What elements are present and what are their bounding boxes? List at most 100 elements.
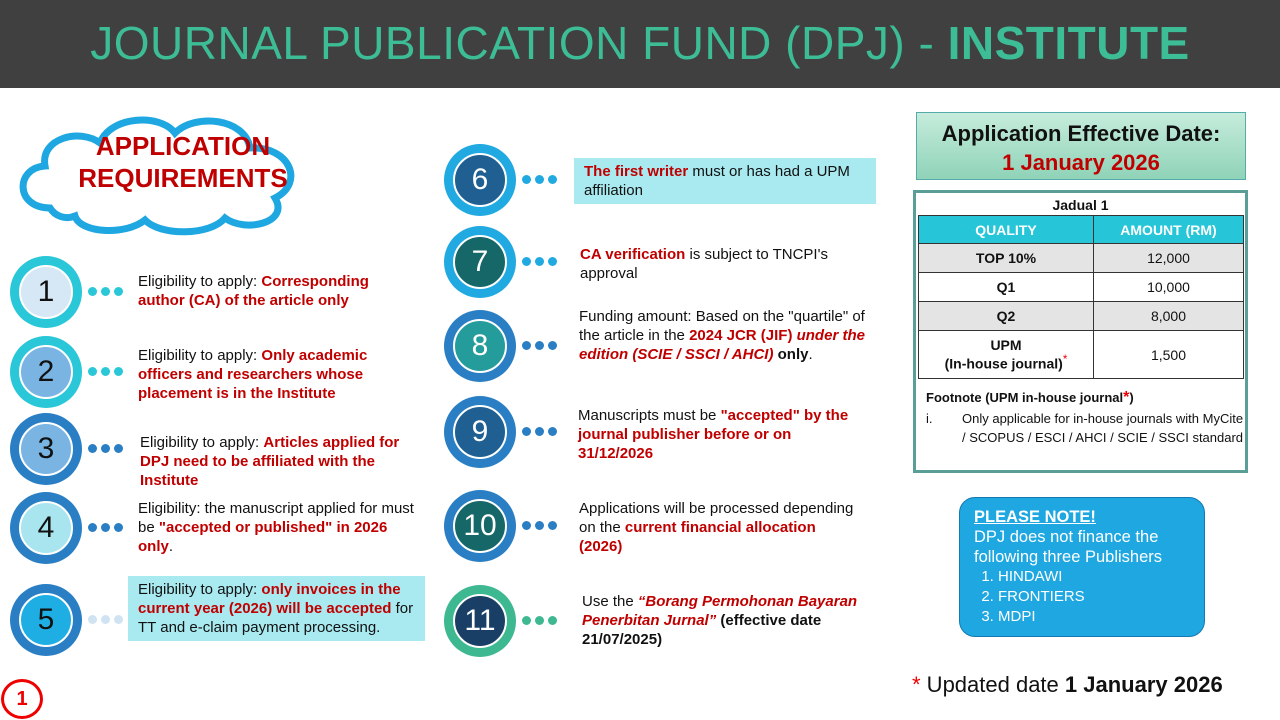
text-segment: The first writer [584, 163, 689, 180]
item-number: 11 [453, 594, 507, 648]
item-number: 4 [19, 501, 73, 555]
requirement-text: Manuscripts must be "accepted" by the jo… [578, 406, 858, 463]
dots-connector-icon [88, 615, 123, 624]
number-circle-icon: 6 [444, 144, 516, 216]
text-segment: “Borang Permohonan Bayaran Penerbitan Ju… [582, 593, 858, 629]
text-segment: Eligibility: the manuscript applied for … [138, 500, 414, 536]
page-title: JOURNAL PUBLICATION FUND (DPJ) - INSTITU… [0, 0, 1280, 88]
dots-connector-icon [522, 257, 557, 266]
updated-date-value: 1 January 2026 [1064, 672, 1223, 697]
text-segment: Manuscripts must be [578, 407, 721, 424]
quality-line-2: (In-house journal) [944, 355, 1063, 372]
dot [522, 257, 531, 266]
text-segment: Use the [582, 593, 638, 610]
cell-amount: 8,000 [1093, 301, 1244, 331]
dot [101, 444, 110, 453]
dot [535, 427, 544, 436]
dot [548, 427, 557, 436]
title-main: JOURNAL PUBLICATION FUND (DPJ) - [90, 17, 948, 69]
dots-connector-icon [88, 367, 123, 376]
table-caption: Jadual 1 [1052, 197, 1109, 213]
requirement-text: Funding amount: Based on the "quartile" … [579, 307, 869, 364]
text-segment: Eligibility to apply: [140, 434, 264, 451]
item-number: 8 [453, 319, 507, 373]
effective-label: Application Effective Date: [941, 121, 1221, 146]
item-number: 10 [453, 499, 507, 553]
item-number: 5 [19, 593, 73, 647]
text-segment: Applications will be processed depending… [579, 500, 854, 536]
dot [101, 367, 110, 376]
cloud-line-2: REQUIREMENTS [78, 163, 288, 193]
item-number: 3 [19, 422, 73, 476]
dot [548, 616, 557, 625]
number-circle-icon: 3 [10, 413, 82, 485]
header-amount: AMOUNT (RM) [1093, 215, 1244, 244]
text-segment: Eligibility to apply: [138, 273, 262, 290]
cell-quality: UPM(In-house journal)* [918, 330, 1094, 379]
dot [535, 341, 544, 350]
requirement-text: Eligibility to apply: only invoices in t… [128, 576, 425, 641]
dot [522, 341, 531, 350]
page-number-badge: 1 [1, 679, 43, 719]
text-segment: is subject to TNCPI's approval [580, 246, 828, 282]
table-row: TOP 10%12,000 [918, 243, 1244, 273]
dot [101, 523, 110, 532]
dots-connector-icon [522, 616, 557, 625]
requirement-text: Use the “Borang Permohonan Bayaran Pener… [582, 592, 862, 649]
item-number: 1 [19, 265, 73, 319]
cloud-shape [19, 116, 295, 236]
dot [114, 367, 123, 376]
text-segment: Articles applied for DPJ need to be affi… [140, 434, 400, 489]
cell-quality: Q1 [918, 272, 1094, 302]
number-circle-icon: 10 [444, 490, 516, 562]
item-number: 7 [453, 235, 507, 289]
publisher-list: HINDAWI FRONTIERS MDPI [998, 567, 1190, 627]
footnote-title: Footnote (UPM in-house journal*) [926, 389, 1245, 407]
requirement-text: Eligibility to apply: Articles applied f… [140, 433, 425, 490]
text-segment: Only academic officers and researchers w… [138, 347, 368, 402]
asterisk: * [1123, 389, 1130, 406]
dot [114, 615, 123, 624]
item-number: 2 [19, 345, 73, 399]
cell-quality: Q2 [918, 301, 1094, 331]
dot [548, 521, 557, 530]
text-segment: for TT and e-claim payment processing. [138, 600, 414, 636]
dots-connector-icon [88, 523, 123, 532]
dot [114, 287, 123, 296]
publisher-item: FRONTIERS [998, 587, 1190, 607]
number-circle-icon: 9 [444, 396, 516, 468]
note-heading: PLEASE NOTE! [974, 508, 1096, 526]
effective-date: 1 January 2026 [1002, 150, 1160, 175]
text-segment: only invoices in the current year (2026)… [138, 581, 401, 617]
dot [522, 521, 531, 530]
dot [535, 257, 544, 266]
text-segment: Funding amount: Based on the "quartile" … [579, 308, 865, 344]
cell-amount: 12,000 [1093, 243, 1244, 273]
text-segment: current financial allocation (2026) [579, 519, 816, 555]
number-circle-icon: 1 [10, 256, 82, 328]
dot [88, 287, 97, 296]
dots-connector-icon [88, 444, 123, 453]
text-segment: under the edition (SCIE / SSCI / AHCI) [579, 327, 865, 363]
dot [535, 616, 544, 625]
cell-amount: 10,000 [1093, 272, 1244, 302]
dot [101, 287, 110, 296]
requirement-text: Eligibility: the manuscript applied for … [138, 499, 423, 556]
table-row: UPM(In-house journal)*1,500 [918, 330, 1244, 379]
footnote-text: Only applicable for in-house journals wi… [962, 411, 1244, 445]
dot [535, 521, 544, 530]
requirement-text: CA verification is subject to TNCPI's ap… [580, 245, 860, 283]
dot [114, 444, 123, 453]
cell-quality: TOP 10% [918, 243, 1094, 273]
dot [522, 175, 531, 184]
text-segment: Eligibility to apply: [138, 581, 262, 598]
text-segment: Corresponding author (CA) of the article… [138, 273, 369, 309]
updated-label: Updated date [920, 672, 1065, 697]
footnote-item: i.Only applicable for in-house journals … [926, 409, 1245, 447]
title-highlight: INSTITUTE [947, 17, 1190, 69]
text-segment: "accepted or published" in 2026 only [138, 519, 388, 555]
